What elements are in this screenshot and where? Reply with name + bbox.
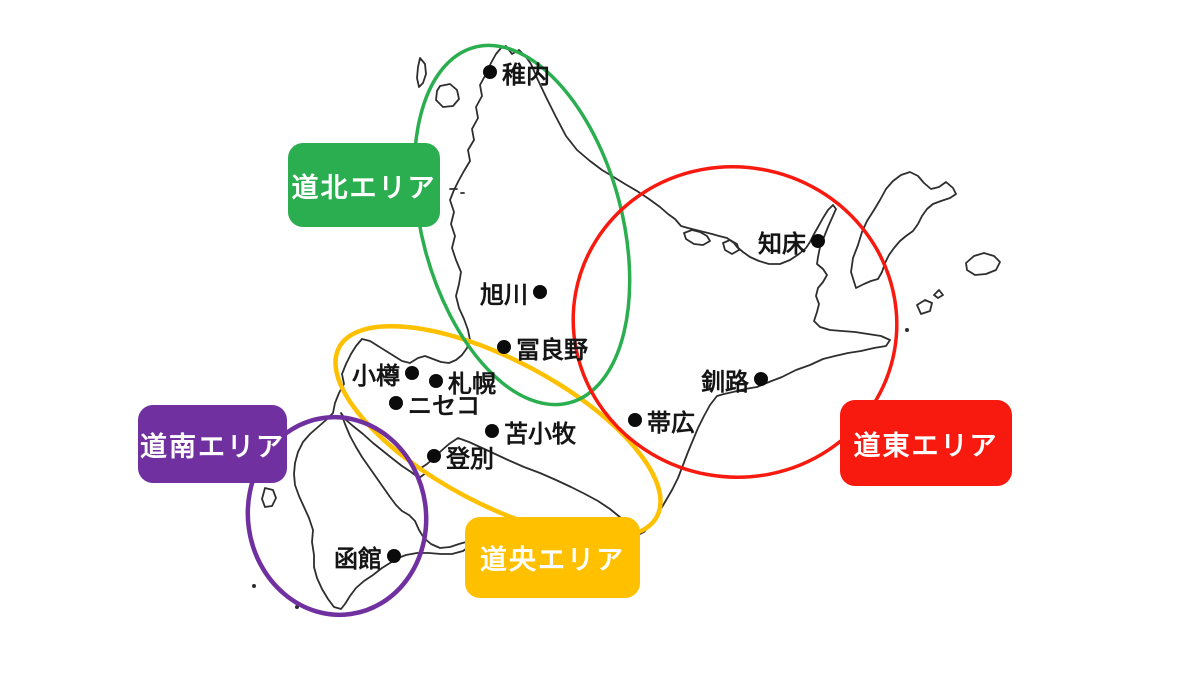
city-dot xyxy=(628,413,642,427)
city-label: 旭川 xyxy=(480,281,528,309)
city-dot xyxy=(389,396,403,410)
doto-region-ellipse xyxy=(571,165,899,479)
offshore-islands-outline xyxy=(261,57,1001,508)
city-dot xyxy=(483,65,497,79)
city-label: 登別 xyxy=(446,445,494,473)
city-marker-札幌: 札幌 xyxy=(429,367,496,398)
hokkaido-outline xyxy=(293,45,891,610)
city-label: 苫小牧 xyxy=(504,420,576,448)
islet-speck xyxy=(252,584,256,588)
city-marker-函館: 函館 xyxy=(334,542,401,573)
city-dot xyxy=(485,424,499,438)
city-label: 稚内 xyxy=(502,61,550,89)
city-dot xyxy=(387,549,401,563)
dohoku-region-ellipse xyxy=(412,43,632,407)
city-dot xyxy=(497,340,511,354)
region-label-donan: 道南エリア xyxy=(138,405,287,483)
city-marker-釧路: 釧路 xyxy=(701,365,768,396)
city-label: 札幌 xyxy=(448,370,496,398)
city-marker-苫小牧: 苫小牧 xyxy=(485,417,576,448)
city-marker-小樽: 小樽 xyxy=(352,359,419,390)
city-dot xyxy=(405,366,419,380)
city-marker-ニセコ: ニセコ xyxy=(389,389,480,420)
city-marker-帯広: 帯広 xyxy=(628,406,695,437)
city-dot xyxy=(427,449,441,463)
doo-region-ellipse xyxy=(333,324,663,540)
islet-speck xyxy=(905,328,909,332)
city-marker-稚内: 稚内 xyxy=(483,58,550,89)
city-dot xyxy=(429,374,443,388)
city-dot xyxy=(811,234,825,248)
city-label: ニセコ xyxy=(408,392,480,420)
region-label-doto: 道東エリア xyxy=(840,400,1012,486)
city-marker-旭川: 旭川 xyxy=(480,278,547,309)
city-marker-冨良野: 冨良野 xyxy=(497,333,588,364)
city-label: 知床 xyxy=(758,230,806,258)
region-label-doo: 道央エリア xyxy=(465,517,640,598)
city-marker-登別: 登別 xyxy=(427,442,494,473)
city-dot xyxy=(533,285,547,299)
city-label: 帯広 xyxy=(647,409,695,437)
city-marker-知床: 知床 xyxy=(758,227,825,258)
donan-region-ellipse xyxy=(245,414,429,618)
city-label: 冨良野 xyxy=(516,336,588,364)
city-label: 小樽 xyxy=(352,362,400,390)
city-label: 函館 xyxy=(334,545,382,573)
region-label-dohoku: 道北エリア xyxy=(288,143,440,227)
city-label: 釧路 xyxy=(701,368,749,396)
city-dot xyxy=(754,372,768,386)
